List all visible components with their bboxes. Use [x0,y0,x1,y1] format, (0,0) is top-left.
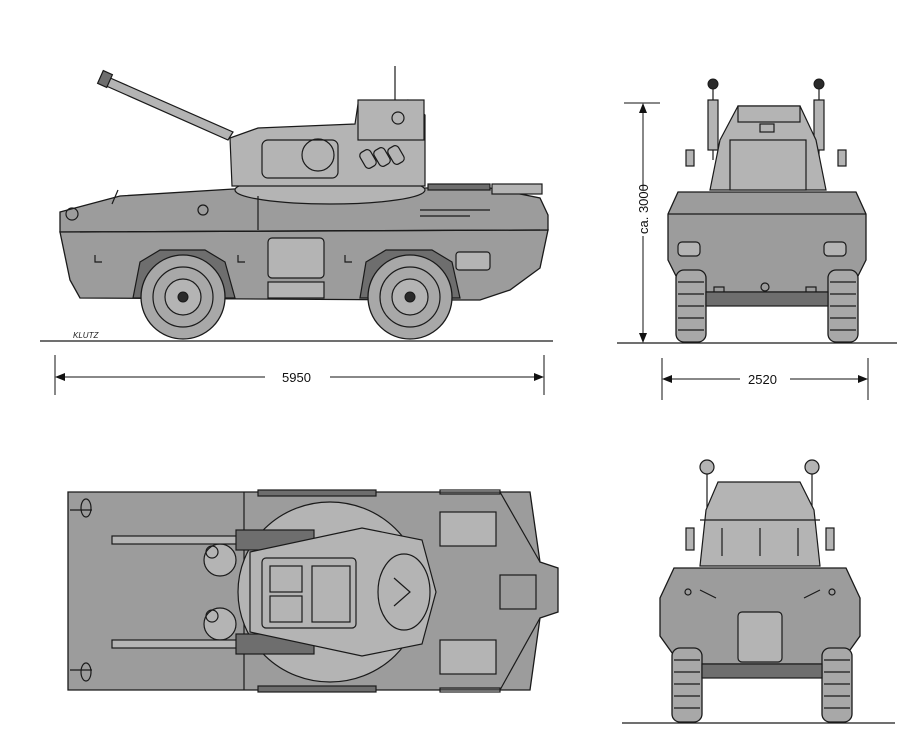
height-dimension: ca. 3000 [624,102,660,343]
side-door [267,281,325,299]
width-label: 2520 [748,372,777,387]
rear-sensor-posts [699,459,820,520]
rear-turret [699,481,821,567]
top-sensor-dome [377,553,431,631]
length-label: 5950 [282,370,311,385]
side-hatch [267,237,325,279]
front-sensor-posts [707,78,825,160]
front-right-lamp [823,241,847,257]
rear-door [737,611,783,663]
side-gun-mantlet [261,139,339,179]
front-view: ca. 3000 2520 [617,78,897,400]
rear-left-tire [671,647,703,723]
top-grille-lower [257,685,377,693]
side-rear-panel [455,251,491,271]
side-front-wheel [140,254,226,340]
front-left-tire [675,269,707,343]
front-right-tire [827,269,859,343]
artist-signature: KLUTZ [73,331,99,340]
front-left-lamp [677,241,701,257]
side-smoke-dischargers [359,145,405,169]
side-view: KLUTZ 5950 [40,66,553,395]
top-view [67,489,559,693]
side-turret-sensor-box [357,99,425,141]
side-rear-box [491,183,543,195]
length-dimension: 5950 [54,355,545,395]
side-rear-wheel [367,254,453,340]
side-engine-grille [427,183,491,191]
rear-right-tire [821,647,853,723]
width-dimension: 2520 [661,358,869,400]
rear-view [622,459,895,724]
top-grille-upper [257,489,377,497]
top-hatches [203,543,237,641]
height-label: ca. 3000 [636,184,651,234]
side-gun-barrel [96,69,234,141]
